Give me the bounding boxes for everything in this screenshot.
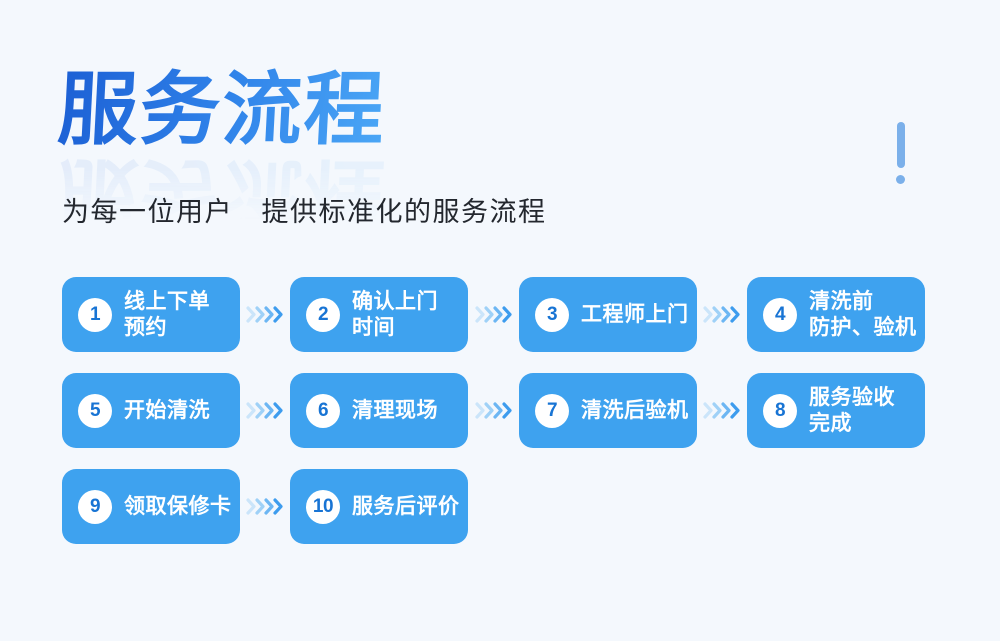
step-label-line: 防护、验机 [809,315,917,339]
exclamation-dot [896,175,905,184]
flow-step-5: 5 开始清洗 [62,373,240,448]
flow-step-2: 2 确认上门时间 [290,277,468,352]
step-number-badge: 7 [535,393,569,428]
flow-step-1: 1 线上下单预约 [62,277,240,352]
step-label-line: 服务验收 [809,385,895,409]
step-number-badge: 10 [306,489,340,524]
step-label: 清洗前防护、验机 [809,289,917,340]
step-number-badge: 1 [78,297,112,332]
chevron-right-icon [703,306,740,323]
step-label: 清理现场 [352,398,438,424]
step-label: 清洗后验机 [581,398,689,424]
step-number-badge: 9 [78,489,112,524]
page-title: 服务流程 [55,65,389,154]
flow-arrow [240,469,290,544]
chevron-right-icon [474,402,512,419]
step-label-line: 工程师上门 [581,302,689,326]
step-label-line: 完成 [809,411,852,435]
flow-step-7: 7 清洗后验机 [519,373,697,448]
chevron-right-icon [246,402,283,419]
flow-step-4: 4 清洗前防护、验机 [747,277,925,352]
exclamation-bar [897,122,905,168]
flow-arrow [468,277,519,352]
step-label: 开始清洗 [124,398,210,424]
step-label: 服务后评价 [352,494,460,520]
step-label-line: 开始清洗 [124,398,210,422]
step-label-line: 服务后评价 [352,494,460,518]
service-flow-grid: 1 线上下单预约 2 确认上门时间 3 工程师上门 4 清洗前防护、验机 5 开始清洗 6 清理现场 7… [62,277,925,544]
flow-step-3: 3 工程师上门 [519,277,697,352]
step-number-badge: 3 [535,297,569,332]
flow-arrow [468,373,519,448]
step-number-badge: 6 [306,393,340,428]
flow-step-10: 10 服务后评价 [290,469,468,544]
step-label: 确认上门时间 [352,289,438,340]
chevron-right-icon [246,306,283,323]
step-number-badge: 4 [763,297,797,332]
flow-step-8: 8 服务验收完成 [747,373,925,448]
step-label-line: 清洗前 [809,289,874,313]
step-label-line: 时间 [352,315,395,339]
step-number-badge: 2 [306,297,340,332]
step-label-line: 清理现场 [352,398,438,422]
flow-arrow [697,277,747,352]
page-subtitle: 为每一位用户 提供标准化的服务流程 [62,197,547,227]
flow-arrow [697,373,747,448]
step-label: 服务验收完成 [809,385,895,436]
step-label-line: 确认上门 [352,289,438,313]
step-label: 线上下单预约 [124,289,210,340]
step-label: 领取保修卡 [124,494,232,520]
step-label-line: 领取保修卡 [124,494,232,518]
step-label-line: 预约 [124,315,167,339]
exclamation-icon [896,122,907,184]
chevron-right-icon [703,402,740,419]
flow-arrow [240,277,290,352]
step-label-line: 线上下单 [124,289,210,313]
flow-arrow [240,373,290,448]
step-label-line: 清洗后验机 [581,398,689,422]
flow-step-9: 9 领取保修卡 [62,469,240,544]
step-label: 工程师上门 [581,302,689,328]
chevron-right-icon [246,498,283,515]
step-number-badge: 8 [763,393,797,428]
step-number-badge: 5 [78,393,112,428]
chevron-right-icon [474,306,512,323]
flow-step-6: 6 清理现场 [290,373,468,448]
